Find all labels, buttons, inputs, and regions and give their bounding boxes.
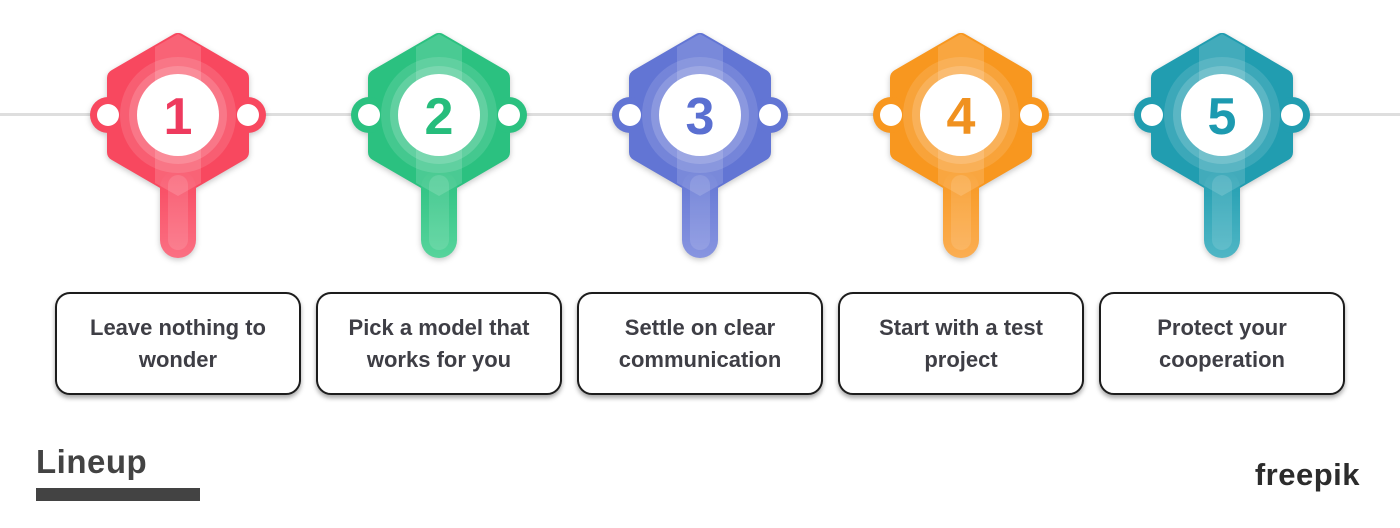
timeline-right-dot [498,104,520,126]
marker-stem-highlight [690,175,710,250]
step-label: Pick a model that works for you [348,315,530,372]
marker-stem-highlight [1212,175,1232,250]
step-label: Start with a test project [879,315,1043,372]
step-label: Leave nothing to wonder [90,315,266,372]
step-marker-icon: 1 [90,33,266,258]
step-label: Protect your cooperation [1157,315,1287,372]
marker-stem-highlight [168,175,188,250]
step-number: 5 [1208,88,1237,146]
brand-logo-right: freepik [1254,457,1360,492]
marker-stem-highlight [429,175,449,250]
marker-stem [1204,170,1240,258]
timeline-left-dot [619,104,641,126]
timeline-right-dot [759,104,781,126]
steps-row: 1 Leave nothing to wonder 2 Pick a model… [55,0,1345,395]
step-marker-icon: 3 [612,33,788,258]
timeline-right-dot [1281,104,1303,126]
timeline-step: 3 Settle on clear communication [577,0,823,395]
marker-stem [160,170,196,258]
timeline-right-dot [237,104,259,126]
step-marker-icon: 2 [351,33,527,258]
brand-left-underline [36,488,200,501]
marker-stem [421,170,457,258]
timeline-step: 1 Leave nothing to wonder [55,0,301,395]
step-card: Start with a test project [838,292,1084,395]
step-card: Protect your cooperation [1099,292,1345,395]
timeline-left-dot [880,104,902,126]
timeline-step: 5 Protect your cooperation [1099,0,1345,395]
marker-white-disc [398,74,480,156]
step-number: 1 [164,88,193,146]
timeline-right-dot [1020,104,1042,126]
timeline-left-dot [97,104,119,126]
marker-stem [682,170,718,258]
timeline-left-dot [1141,104,1163,126]
step-marker-icon: 5 [1134,33,1310,258]
step-card: Leave nothing to wonder [55,292,301,395]
timeline-step: 2 Pick a model that works for you [316,0,562,395]
brand-left-wordmark: Lineup [36,443,148,480]
step-number: 3 [686,88,715,146]
marker-stem-highlight [951,175,971,250]
marker-stem [943,170,979,258]
marker-white-disc [1181,74,1263,156]
marker-white-disc [659,74,741,156]
brand-logo-left: Lineup [36,443,200,501]
step-card: Settle on clear communication [577,292,823,395]
marker-white-disc [920,74,1002,156]
timeline-step: 4 Start with a test project [838,0,1084,395]
step-label: Settle on clear communication [618,315,782,372]
step-card: Pick a model that works for you [316,292,562,395]
timeline-left-dot [358,104,380,126]
step-marker-icon: 4 [873,33,1049,258]
step-number: 4 [947,88,976,146]
step-number: 2 [425,88,454,146]
marker-white-disc [137,74,219,156]
